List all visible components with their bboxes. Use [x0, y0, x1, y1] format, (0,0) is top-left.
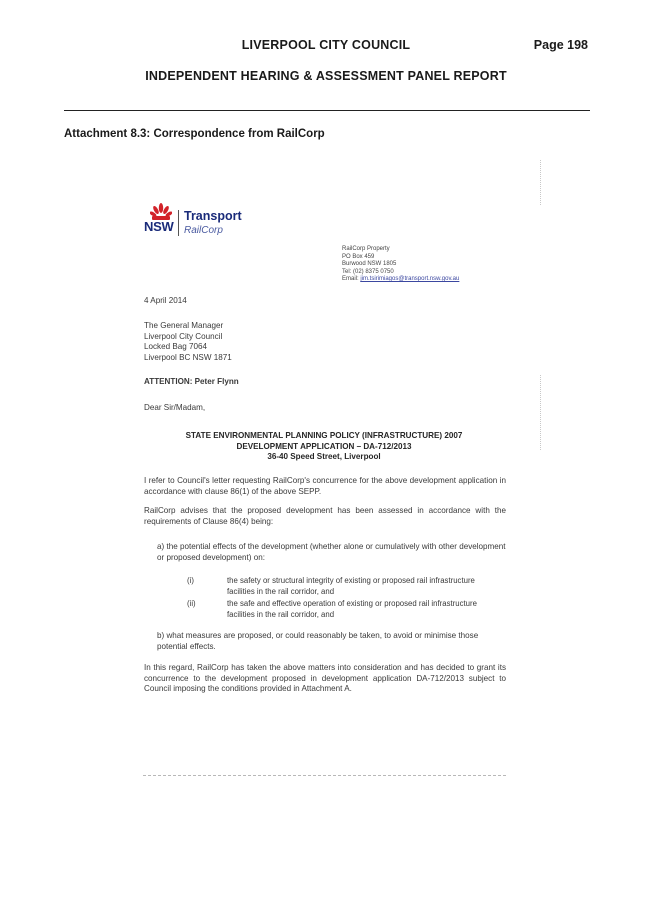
waratah-icon [150, 203, 172, 220]
sub-item-text: the safe and effective operation of exis… [227, 599, 477, 619]
transport-railcorp-logo: NSW Transport RailCorp [144, 202, 294, 238]
email-link[interactable]: jim.tsirimiagos@transport.nsw.gov.au [360, 276, 460, 283]
email-line: Email: jim.tsirimiagos@transport.nsw.gov… [342, 276, 459, 284]
scanned-letter: NSW Transport RailCorp RailCorp Property… [100, 150, 540, 790]
scan-edge-line [143, 775, 506, 776]
sub-item-text: the safety or structural integrity of ex… [227, 576, 475, 596]
logo-transport-text: Transport [184, 209, 242, 223]
logo-railcorp-text: RailCorp [184, 225, 223, 236]
address-line: RailCorp Property [342, 246, 390, 252]
scan-artifact [540, 160, 542, 205]
address-line: PO Box 459 [342, 253, 375, 260]
attachment-title: Attachment 8.3: Correspondence from Rail… [64, 128, 325, 140]
email-label: Email: [342, 276, 361, 283]
paragraph: RailCorp advises that the proposed devel… [144, 506, 506, 526]
recipient-block: The General Manager Liverpool City Counc… [144, 321, 232, 363]
header-rule [64, 110, 590, 111]
sub-item-number: (i) [187, 576, 194, 585]
paragraph: In this regard, RailCorp has taken the a… [144, 663, 506, 694]
recipient-line: Liverpool BC NSW 1871 [144, 352, 232, 362]
address-line: Tel: (02) 8375 0750 [342, 268, 394, 275]
address-line: Burwood NSW 1805 [342, 261, 397, 268]
recipient-line: The General Manager [144, 321, 224, 330]
sender-address: RailCorp Property PO Box 459 Burwood NSW… [342, 246, 459, 284]
letter-heading: STATE ENVIRONMENTAL PLANNING POLICY (INF… [144, 431, 504, 463]
recipient-line: Locked Bag 7064 [144, 342, 208, 352]
heading-line: 36-40 Speed Street, Liverpool [267, 452, 381, 462]
paragraph: I refer to Council's letter requesting R… [144, 476, 506, 496]
logo-divider [178, 210, 179, 236]
logo-nsw-text: NSW [144, 219, 174, 234]
letter-date: 4 April 2014 [144, 296, 187, 305]
list-item: a) the potential effects of the developm… [157, 542, 506, 562]
sub-item-number: (ii) [187, 599, 196, 608]
page-header-title: LIVERPOOL CITY COUNCIL [241, 38, 411, 52]
list-item: b) what measures are proposed, or could … [157, 631, 479, 651]
salutation: Dear Sir/Madam, [144, 403, 206, 412]
page-number: Page 198 [533, 38, 588, 52]
heading-line: STATE ENVIRONMENTAL PLANNING POLICY (INF… [185, 431, 463, 440]
recipient-line: Liverpool City Council [144, 331, 223, 341]
attention-line: ATTENTION: Peter Flynn [144, 377, 239, 386]
scan-artifact [540, 375, 542, 450]
heading-line: DEVELOPMENT APPLICATION – DA-712/2013 [236, 441, 412, 451]
report-title: INDEPENDENT HEARING & ASSESSMENT PANEL R… [145, 69, 507, 83]
